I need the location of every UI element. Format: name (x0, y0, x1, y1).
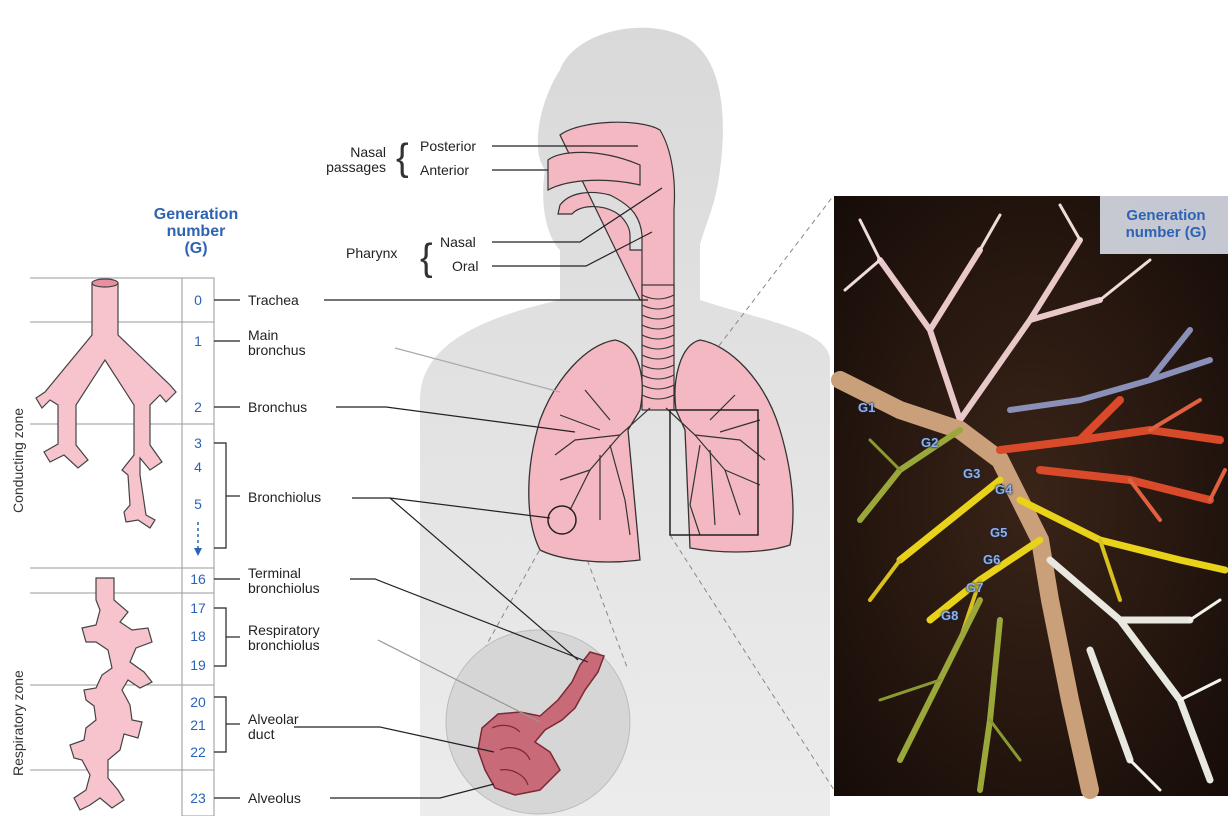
terminal-line2: bronchiolus (248, 581, 320, 596)
photo-gen-label: G4 (995, 482, 1012, 497)
photo-generation-title: Generation number (G) (1104, 207, 1228, 241)
respiratory-bronchiolus-label: Respiratory bronchiolus (248, 623, 320, 653)
trachea (642, 285, 674, 410)
photo-gen-label: G7 (966, 580, 983, 595)
nasal-group-line1: Nasal (326, 145, 386, 160)
alveolus-magnifier (446, 630, 630, 814)
generation-number: 5 (183, 497, 213, 512)
photo-gen-label: G1 (858, 400, 875, 415)
generation-number: 18 (183, 629, 213, 644)
generation-number: 4 (183, 460, 213, 475)
terminal-bronchiolus-label: Terminal bronchiolus (248, 566, 320, 596)
generation-number: 22 (183, 745, 213, 760)
svg-text:{: { (396, 137, 409, 179)
photo-title-line1: Generation (1104, 207, 1228, 224)
photo-gen-label: G8 (941, 608, 958, 623)
generation-header-line1: Generation (138, 206, 254, 223)
photo-gen-label: G5 (990, 525, 1007, 540)
respiratory-branch-schematic (70, 578, 152, 810)
generation-header-line2: number (138, 223, 254, 240)
generation-number: 16 (183, 572, 213, 587)
alveolar-line1: Alveolar (248, 712, 299, 727)
svg-text:{: { (420, 237, 433, 279)
generation-number: 1 (183, 334, 213, 349)
generation-number: 20 (183, 695, 213, 710)
alveolar-line2: duct (248, 727, 299, 742)
respiratory-line2: bronchiolus (248, 638, 320, 653)
nasal-group-line2: passages (312, 160, 386, 175)
generation-number: 21 (183, 718, 213, 733)
generation-number: 0 (183, 293, 213, 308)
main-bronchus-line1: Main (248, 328, 306, 343)
trachea-label: Trachea (248, 293, 299, 308)
pharynx-oral-label: Oral (452, 259, 478, 274)
respiratory-zone-label: Respiratory zone (10, 670, 26, 776)
photo-gen-label: G6 (983, 552, 1000, 567)
generation-number: 3 (183, 436, 213, 451)
bronchiolus-label: Bronchiolus (248, 490, 321, 505)
terminal-line1: Terminal (248, 566, 320, 581)
generation-header-line3: (G) (138, 240, 254, 257)
alveolar-duct-label: Alveolar duct (248, 712, 299, 742)
bronchus-label: Bronchus (248, 400, 307, 415)
photo-gen-label: G2 (921, 435, 938, 450)
nasal-posterior-label: Posterior (420, 139, 476, 154)
generation-number: 2 (183, 400, 213, 415)
generation-number: 23 (183, 791, 213, 806)
photo-gen-label: G3 (963, 466, 980, 481)
bronchial-cast-photo (834, 196, 1228, 796)
conducting-branch-schematic (36, 279, 176, 528)
pharynx-group-label: Pharynx (346, 246, 397, 261)
generation-number: 19 (183, 658, 213, 673)
nasal-passages-group-label: Nasal passages (326, 145, 386, 175)
generation-number-header: Generation number (G) (138, 206, 254, 257)
main-bronchus-line2: bronchus (248, 343, 306, 358)
respiratory-line1: Respiratory (248, 623, 320, 638)
photo-title-line2: number (G) (1104, 224, 1228, 241)
main-bronchus-label: Main bronchus (248, 328, 306, 358)
generation-number: 17 (183, 601, 213, 616)
pharynx-nasal-label: Nasal (440, 235, 476, 250)
nasal-bracket: { { (396, 137, 433, 279)
conducting-zone-label: Conducting zone (10, 408, 26, 513)
nasal-anterior-label: Anterior (420, 163, 469, 178)
alveolus-label: Alveolus (248, 791, 301, 806)
